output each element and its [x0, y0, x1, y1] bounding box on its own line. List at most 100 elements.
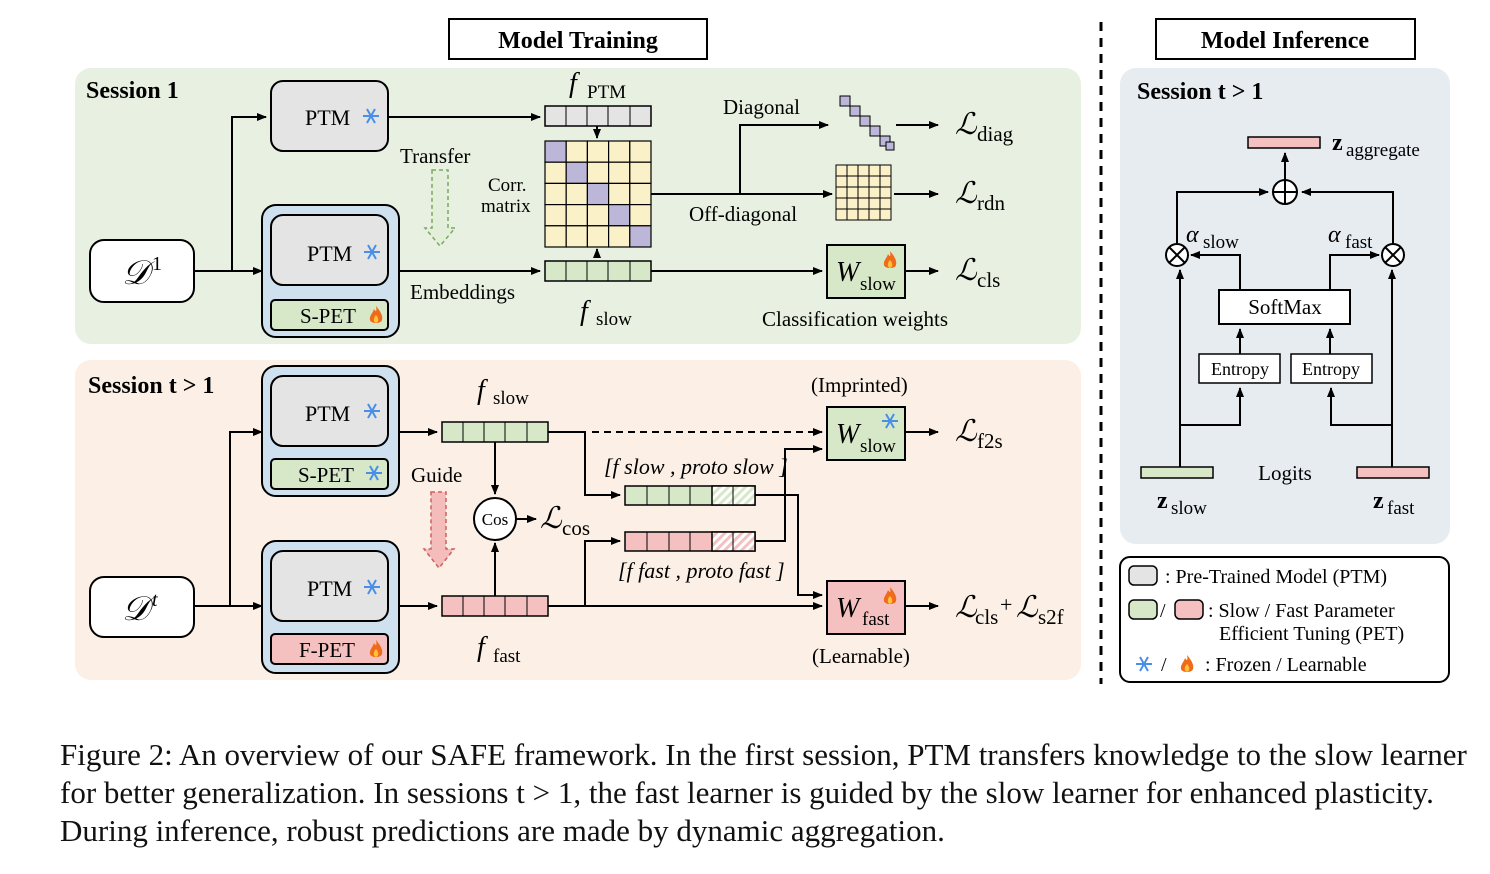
legend-frozen-text: : Frozen / Learnable [1205, 654, 1367, 676]
corr-offdiagonal-cell [544, 161, 567, 184]
f-fast-label: f [477, 632, 488, 663]
guide-arrow [422, 491, 456, 570]
f-ptm-label: f [569, 68, 580, 99]
corr-diagonal-cell [607, 204, 631, 227]
legend-ptm-text: : Pre-Trained Model (PTM) [1165, 566, 1387, 588]
corr-offdiagonal-cell [565, 140, 589, 163]
legend-box [1119, 556, 1450, 683]
offdiag-cell [846, 186, 859, 199]
correlation-matrix [544, 140, 652, 248]
corr-diagonal-cell [544, 140, 567, 163]
legend-slash-2: / [1161, 654, 1167, 676]
loss-f2s: ℒ [955, 415, 978, 448]
loss-rdn: ℒ [955, 177, 978, 210]
legend-slash-1: / [1160, 600, 1166, 622]
f-ptm-vector [544, 105, 652, 127]
offdiag-cell [879, 208, 892, 221]
loss-cos: ℒ [540, 502, 563, 535]
ptm-box-fast-s2 [270, 550, 389, 622]
offdiagonal-label: Off-diagonal [689, 202, 797, 226]
offdiag-cell [879, 186, 892, 199]
spet-label-s2: S-PET [298, 463, 354, 487]
legend-pet-text-2: Efficient Tuning (PET) [1219, 623, 1404, 645]
logits-label: Logits [1258, 461, 1312, 485]
loss-f2s-sub: f2s [977, 429, 1003, 453]
z-slow-label: z [1157, 488, 1168, 514]
arrow-fast-to-plus [1301, 188, 1394, 244]
arrow-slow-to-plus [1176, 188, 1269, 244]
w-slow-sub-s1: slow [860, 274, 896, 295]
loss-rdn-sub: rdn [977, 191, 1005, 215]
f-fast-sub: fast [493, 646, 521, 667]
f-slow-sub-s2: slow [493, 388, 529, 409]
multiply-node-slow [1165, 243, 1189, 267]
corr-offdiagonal-cell [586, 140, 610, 163]
corr-offdiagonal-cell [544, 225, 567, 248]
softmax-label: SoftMax [1248, 295, 1322, 319]
diagonal-elements [839, 95, 895, 151]
multiply-node-fast [1381, 243, 1405, 267]
loss-diag-sub: diag [977, 122, 1014, 146]
concat-fast-label: [f fast , proto fast ] [618, 558, 785, 583]
alpha-fast-sub: fast [1345, 232, 1373, 253]
offdiag-cell [857, 186, 870, 199]
loss-diag: ℒ [955, 108, 978, 141]
f-slow-sub-s1: slow [596, 309, 632, 330]
f-slow-label-s2: f [477, 375, 488, 406]
f-slow-label-s1: f [580, 296, 591, 327]
corr-offdiagonal-cell [565, 204, 589, 227]
model-training-title: Model Training [448, 18, 708, 60]
offdiag-cell [857, 197, 870, 210]
alpha-slow: α [1186, 222, 1199, 248]
offdiag-cell [846, 197, 859, 210]
loss-s2f: ℒ [1016, 591, 1039, 624]
z-fast-vector [1356, 466, 1430, 479]
corr-offdiagonal-cell [629, 140, 652, 163]
corr-offdiagonal-cell [607, 225, 631, 248]
inference-session-label: Session t > 1 [1137, 79, 1263, 105]
offdiag-cell [846, 175, 859, 188]
corr-diagonal-cell [565, 161, 589, 184]
spet-box-s1 [270, 299, 389, 331]
loss-s2f-sub: s2f [1038, 605, 1064, 629]
loss-cls-s1: ℒ [955, 254, 978, 287]
dataset-d1-sup: 1 [152, 253, 162, 275]
offdiagonal-elements [835, 164, 892, 221]
arrow-to-concat-slow [548, 431, 621, 499]
dataset-dt-sup: t [152, 589, 158, 611]
legend-slow-swatch [1128, 599, 1158, 620]
corr-offdiagonal-cell [607, 161, 631, 184]
offdiag-cell [879, 175, 892, 188]
concat-fast-vector [624, 531, 756, 552]
w-fast-label: W [836, 593, 862, 624]
ptm-label: PTM [305, 401, 350, 426]
arrow-diagonal [651, 121, 829, 195]
alpha-slow-sub: slow [1203, 232, 1239, 253]
w-slow-sub-s2: slow [860, 436, 896, 457]
corr-offdiagonal-cell [607, 140, 631, 163]
z-slow-vector [1140, 466, 1214, 479]
offdiag-cell [846, 164, 859, 177]
model-inference-title: Model Inference [1155, 18, 1416, 60]
entropy-box-fast [1290, 353, 1373, 384]
diagonal-label: Diagonal [723, 95, 800, 119]
offdiag-cell [868, 197, 881, 210]
loss-cls-s2-sub: cls [975, 605, 998, 629]
softmax-box [1218, 289, 1351, 325]
offdiag-cell [835, 164, 848, 177]
w-slow-label-s1: W [836, 257, 862, 288]
concat-slow-label: [f slow , proto slow ] [604, 454, 788, 479]
corr-label-2: matrix [481, 196, 531, 217]
z-fast-label: z [1373, 488, 1384, 514]
f-slow-vector-s1 [544, 260, 652, 282]
offdiag-cell [857, 208, 870, 221]
offdiag-cell [879, 197, 892, 210]
f-fast-vector [441, 595, 549, 617]
arrow-dt-to-slow [194, 428, 263, 607]
arrow-to-concat-fast [548, 537, 621, 607]
offdiag-cell [846, 208, 859, 221]
f-ptm-sub: PTM [587, 82, 626, 103]
offdiag-cell [835, 175, 848, 188]
svg-text:Model Inference: Model Inference [1201, 28, 1370, 54]
